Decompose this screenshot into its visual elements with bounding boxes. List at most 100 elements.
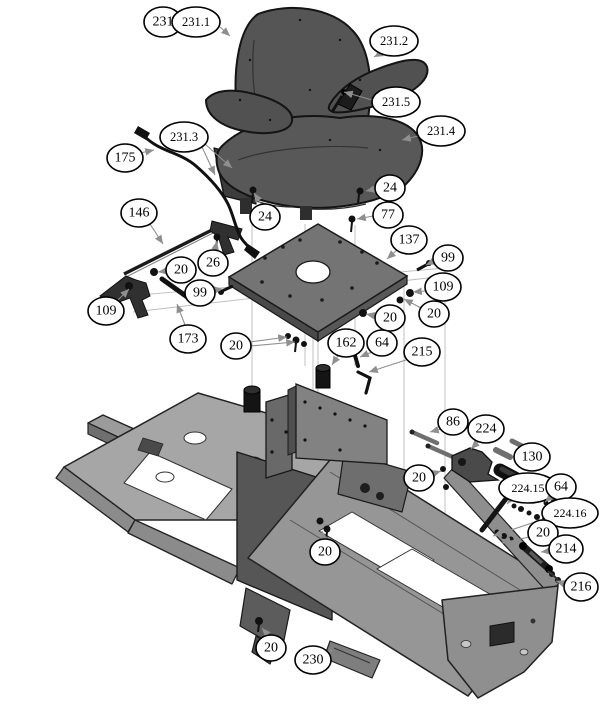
callout-99: 99 bbox=[184, 279, 224, 307]
callout-leader bbox=[425, 257, 436, 266]
callout-224: 224 bbox=[467, 414, 505, 450]
callout-224.16: 224.16 bbox=[492, 497, 599, 537]
callout-216: 216 bbox=[555, 572, 599, 602]
callout-bubble bbox=[374, 304, 406, 332]
callout-20: 20 bbox=[157, 256, 197, 284]
callout-leader bbox=[540, 547, 551, 555]
callout-bubble bbox=[563, 572, 599, 602]
callout-label: 173 bbox=[178, 332, 199, 347]
callout-109: 109 bbox=[412, 272, 462, 302]
callout-label: 231.2 bbox=[380, 34, 408, 48]
callout-leader bbox=[249, 338, 296, 347]
callout-label: 130 bbox=[522, 450, 543, 465]
callout-99: 99 bbox=[425, 244, 464, 272]
callout-leader bbox=[359, 350, 373, 358]
callout-130: 130 bbox=[511, 442, 551, 472]
callout-label: 231.5 bbox=[382, 95, 410, 109]
callout-bubble bbox=[87, 296, 125, 326]
callout-label: 109 bbox=[96, 304, 117, 319]
hitch-receiver-hole bbox=[489, 621, 515, 647]
callout-leader bbox=[204, 143, 233, 169]
callout-leader bbox=[365, 185, 376, 193]
callout-leader bbox=[249, 334, 288, 343]
callout-label: 175 bbox=[115, 151, 136, 166]
callout-bubble bbox=[432, 244, 464, 272]
pivot-bracket-right bbox=[209, 220, 243, 256]
callout-77: 77 bbox=[356, 201, 404, 229]
callout-bubble bbox=[390, 225, 428, 255]
callout-label: 20 bbox=[174, 263, 188, 278]
callout-label: 137 bbox=[399, 233, 420, 248]
callout-20: 20 bbox=[501, 519, 559, 547]
callout-label: 231.3 bbox=[170, 130, 198, 144]
callout-bubble bbox=[467, 414, 505, 444]
callout-bubble bbox=[366, 329, 398, 357]
callout-173: 173 bbox=[169, 303, 207, 354]
callout-label: 215 bbox=[412, 345, 433, 360]
callout-label: 231 bbox=[153, 15, 174, 30]
callout-leader bbox=[219, 26, 231, 37]
callout-leader bbox=[253, 192, 262, 205]
callout-leader bbox=[401, 134, 419, 142]
callout-label: 224 bbox=[476, 422, 497, 437]
callout-231.3: 231.3 bbox=[159, 121, 233, 176]
plate-center-hole bbox=[295, 260, 331, 284]
seat-mounting-plate bbox=[227, 223, 409, 343]
callout-label: 20 bbox=[412, 471, 426, 486]
rubber-bumpers bbox=[243, 364, 331, 413]
callout-layer: 231 231.1 231.2 231.5 231.4 231.3 175 24 146 77 24… bbox=[87, 6, 599, 675]
callout-label: 224.16 bbox=[554, 506, 587, 520]
callout-leader bbox=[213, 286, 224, 294]
callout-label: 24 bbox=[258, 210, 272, 225]
floor-hole bbox=[183, 431, 207, 445]
callout-bubble bbox=[371, 86, 421, 118]
callout-leader bbox=[429, 425, 442, 434]
callout-leader bbox=[201, 146, 216, 176]
floor-cutout bbox=[123, 451, 233, 521]
callout-label: 64 bbox=[554, 480, 568, 495]
callout-label: 20 bbox=[229, 339, 243, 354]
callout-leader bbox=[365, 311, 377, 320]
callout-label: 77 bbox=[381, 208, 395, 223]
callout-label: 214 bbox=[556, 542, 577, 557]
callout-bubble bbox=[169, 324, 207, 354]
hitch-hole bbox=[460, 640, 472, 648]
callout-162: 162 bbox=[327, 328, 365, 366]
callout-231.4: 231.4 bbox=[401, 115, 466, 147]
callout-137: 137 bbox=[386, 225, 428, 260]
callout-230: 230 bbox=[294, 645, 333, 675]
callout-bubble bbox=[424, 272, 462, 302]
callout-label: 109 bbox=[433, 280, 454, 295]
callout-bubble bbox=[255, 634, 287, 662]
callout-20: 20 bbox=[309, 530, 341, 566]
linkage-parts bbox=[479, 493, 563, 584]
callout-label: 146 bbox=[129, 206, 150, 221]
callout-leader bbox=[470, 440, 480, 450]
callout-bubble bbox=[541, 497, 599, 529]
callout-label: 231.1 bbox=[182, 15, 210, 29]
callout-bubble bbox=[120, 198, 158, 228]
callout-label: 230 bbox=[303, 653, 324, 668]
callout-146: 146 bbox=[120, 198, 164, 245]
callout-label: 224.15 bbox=[512, 481, 545, 495]
callout-label: 20 bbox=[536, 526, 550, 541]
callout-24: 24 bbox=[365, 174, 406, 202]
callout-bubble bbox=[171, 6, 221, 38]
hitch-hole bbox=[519, 648, 529, 656]
callout-label: 24 bbox=[383, 181, 397, 196]
seat-support-panels bbox=[265, 383, 388, 479]
callout-bubble bbox=[527, 519, 559, 547]
callout-label: 216 bbox=[571, 580, 592, 595]
callout-231.5: 231.5 bbox=[343, 86, 421, 118]
callout-leader bbox=[343, 90, 373, 101]
callout-leader bbox=[261, 627, 271, 638]
callout-label: 99 bbox=[193, 286, 207, 301]
callout-bubble bbox=[249, 203, 281, 231]
callout-175: 175 bbox=[106, 143, 155, 173]
callout-label: 86 bbox=[446, 415, 460, 430]
callout-bubble bbox=[513, 442, 551, 472]
callout-20: 20 bbox=[365, 304, 406, 332]
callout-26: 26 bbox=[197, 240, 229, 277]
support-panel-edge bbox=[287, 385, 297, 456]
callout-231.1: 231.1 bbox=[171, 6, 231, 38]
